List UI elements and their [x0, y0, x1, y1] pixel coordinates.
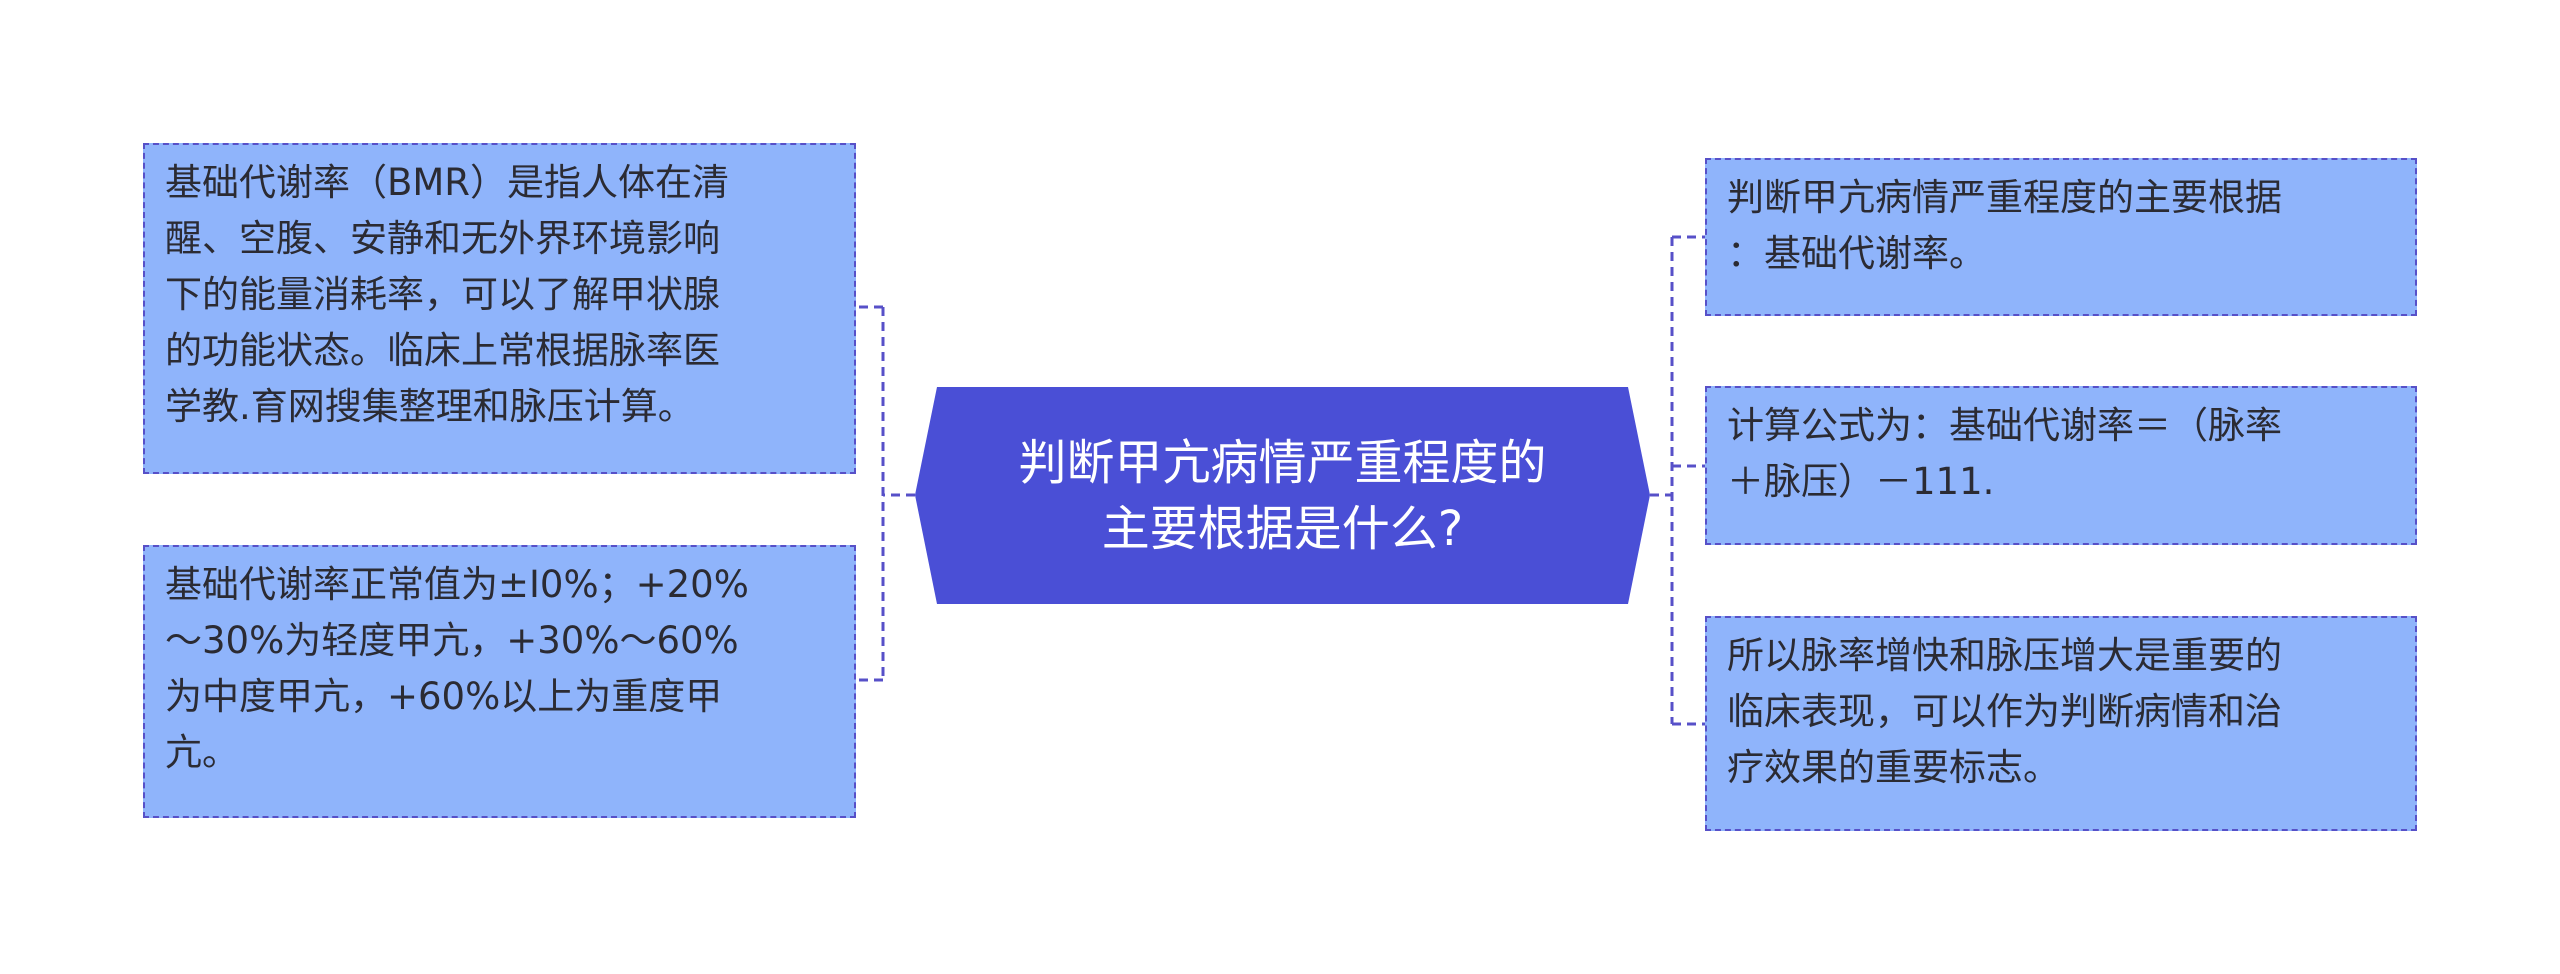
center-topic-text: 判断甲亢病情严重程度的 主要根据是什么?: [1018, 434, 1547, 557]
center-topic-shape: [915, 387, 1650, 604]
left-topic-normal-values[interactable]: 基础代谢率正常值为±I0%；+20% ～30%为轻度甲亢，+30%～60% 为中…: [143, 545, 856, 818]
right-topic-clinical-signs[interactable]: 所以脉率增快和脉压增大是重要的 临床表现，可以作为判断病情和治 疗效果的重要标志…: [1705, 616, 2417, 831]
left-topic-bmr-definition[interactable]: 基础代谢率（BMR）是指人体在清 醒、空腹、安静和无外界环境影响 下的能量消耗率…: [143, 143, 856, 474]
center-topic[interactable]: 判断甲亢病情严重程度的 主要根据是什么?: [915, 387, 1650, 604]
right-topic-main-basis[interactable]: 判断甲亢病情严重程度的主要根据 ：基础代谢率。: [1705, 158, 2417, 316]
right-topic-formula[interactable]: 计算公式为：基础代谢率＝（脉率 ＋脉压）－111.: [1705, 386, 2417, 545]
